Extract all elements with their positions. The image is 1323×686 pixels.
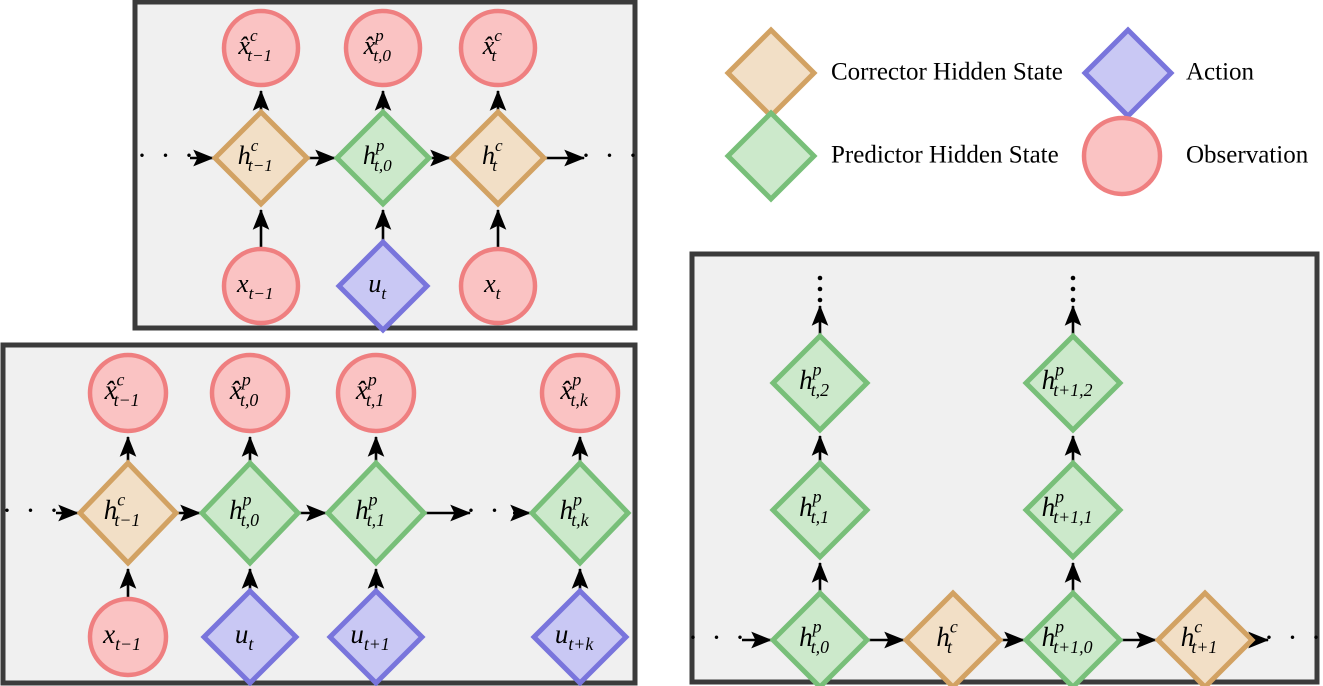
legend-swatch-predictor-icon — [724, 109, 818, 203]
legend-swatch-action-icon — [1081, 26, 1175, 120]
legend-swatch-observation-icon — [1081, 115, 1163, 197]
ellipsis-left: · · · — [137, 139, 197, 172]
input-node-2 — [458, 246, 538, 326]
hidden-node-1 — [333, 108, 433, 208]
vertical-ellipsis-b — [1070, 275, 1076, 303]
output-node-3 — [539, 352, 621, 434]
input-node-label-0: xt−1 — [236, 269, 273, 303]
legend-label-corrector: Corrector Hidden State — [831, 59, 1063, 86]
stack-b-node-1 — [1022, 332, 1124, 434]
legend-item-observation: Observation — [1081, 115, 1309, 197]
ellipsis-right: · · · — [1264, 621, 1323, 654]
stack-b-node-0 — [1022, 459, 1124, 561]
input-node-0 — [221, 246, 301, 326]
legend-item-predictor: Predictor Hidden State — [724, 109, 1059, 203]
input-node-label-1: ut — [368, 269, 387, 303]
legend-label-action: Action — [1186, 59, 1255, 86]
stack-a-node-1 — [769, 332, 871, 434]
ellipsis-right: · · · — [581, 139, 641, 172]
hidden-node-1 — [198, 459, 302, 567]
legend-item-corrector: Corrector Hidden State — [724, 26, 1063, 120]
input-node-label-2: xt — [483, 269, 502, 303]
output-node-1 — [209, 352, 291, 434]
hidden-node-3 — [528, 459, 632, 567]
output-node-2 — [458, 8, 538, 88]
legend-item-action: Action — [1081, 26, 1255, 120]
input-node-1 — [200, 587, 300, 686]
hidden-node-2 — [324, 459, 428, 567]
input-node-label-2: ut+1 — [350, 619, 389, 654]
legend-swatch-corrector-icon — [724, 26, 818, 120]
hidden-node-0 — [76, 459, 180, 567]
output-node-0 — [87, 352, 169, 434]
bottom-row-node-3 — [1154, 589, 1256, 686]
input-node-0 — [87, 596, 169, 678]
bottom-row-node-0 — [769, 589, 871, 686]
output-node-1 — [343, 8, 423, 88]
output-node-2 — [335, 352, 417, 434]
ellipsis-left: · · · — [2, 494, 62, 527]
bottom-row-node-2 — [1022, 589, 1124, 686]
input-node-2 — [326, 587, 426, 686]
input-node-label-3: ut+k — [555, 619, 594, 654]
input-node-3 — [530, 587, 630, 686]
output-node-0 — [221, 8, 301, 88]
bottom-row-node-1 — [902, 589, 1004, 686]
legend-label-observation: Observation — [1186, 142, 1309, 169]
hidden-node-0 — [211, 108, 311, 208]
vertical-ellipsis-a — [817, 275, 823, 303]
hidden-node-2 — [448, 108, 548, 208]
input-node-1 — [335, 238, 431, 334]
ellipsis-left: · · · — [688, 621, 748, 654]
stack-a-node-0 — [769, 459, 871, 561]
input-node-label-1: ut — [235, 619, 255, 654]
input-node-label-0: xt−1 — [102, 619, 141, 654]
legend-label-predictor: Predictor Hidden State — [831, 142, 1059, 169]
ellipsis-mid: · · · — [466, 494, 526, 527]
